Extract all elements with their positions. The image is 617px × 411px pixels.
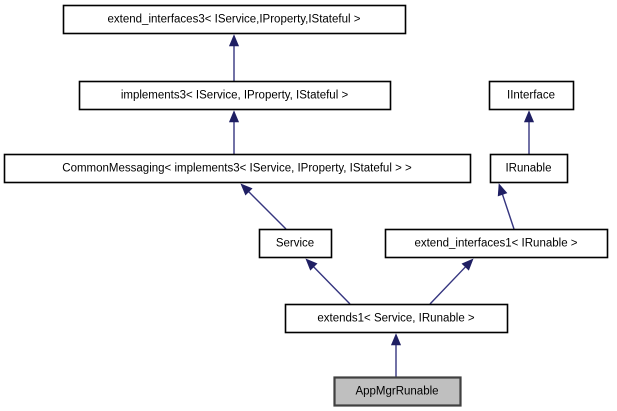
class-node-appmgrrunable[interactable]: AppMgrRunable [333, 376, 462, 407]
class-node-label: extend_interfaces1< IRunable > [414, 238, 577, 250]
nodes-layer: extend_interfaces3< IService,IProperty,I… [3, 4, 609, 407]
inheritance-edge [497, 183, 515, 230]
inheritance-edge [390, 333, 402, 377]
class-node-label: extend_interfaces3< IService,IProperty,I… [108, 14, 361, 26]
class-node-irunable[interactable]: IRunable [489, 153, 569, 184]
class-node-label: extends1< Service, IRunable > [317, 313, 475, 325]
class-node-extend_interfaces1[interactable]: extend_interfaces1< IRunable > [384, 228, 609, 259]
inheritance-edge [429, 258, 474, 305]
edges-layer [228, 34, 535, 377]
inheritance-edge [240, 183, 287, 230]
class-node-label: IInterface [507, 90, 555, 102]
class-node-extends1[interactable]: extends1< Service, IRunable > [284, 303, 509, 334]
class-node-label: AppMgrRunable [355, 386, 438, 398]
inheritance-edge [228, 110, 240, 154]
class-node-extend_interfaces3[interactable]: extend_interfaces3< IService,IProperty,I… [62, 4, 407, 35]
class-node-label: CommonMessaging< implements3< IService, … [62, 163, 412, 175]
class-node-label: Service [276, 238, 314, 250]
class-node-commonmessaging[interactable]: CommonMessaging< implements3< IService, … [3, 153, 472, 184]
class-node-iinterface[interactable]: IInterface [488, 80, 575, 111]
inheritance-edge [523, 110, 535, 154]
class-node-label: IRunable [505, 163, 551, 175]
class-node-service[interactable]: Service [258, 228, 333, 259]
class-node-label: implements3< IService, IProperty, IState… [121, 90, 349, 102]
inheritance-edge [305, 258, 351, 305]
class-node-implements3[interactable]: implements3< IService, IProperty, IState… [78, 80, 392, 111]
inheritance-edge [228, 34, 240, 81]
